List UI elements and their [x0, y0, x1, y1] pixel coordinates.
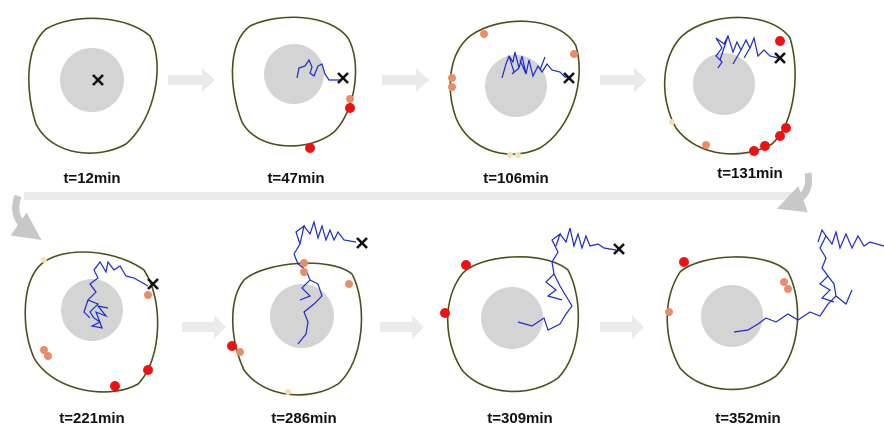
trajectory: [83, 260, 149, 329]
dot-red: [781, 123, 791, 133]
panel-t309: t=309min: [440, 227, 625, 427]
dot-salmon: [665, 308, 673, 316]
x-marker-icon: [356, 237, 368, 249]
dot-salmon: [144, 291, 152, 299]
cell-outline: [666, 256, 799, 391]
arrow-right: [382, 68, 429, 92]
dot-pale: [285, 389, 291, 395]
x-marker-icon: [337, 72, 349, 84]
trajectory: [296, 58, 340, 81]
panel-time-label: t=286min: [271, 410, 336, 427]
trajectory: [517, 227, 617, 331]
nucleus: [693, 53, 755, 115]
dot-red: [305, 143, 315, 153]
panel-t286: t=286min: [227, 219, 368, 427]
trajectory: [733, 228, 884, 333]
dot-red: [749, 146, 759, 156]
cell-outline: [28, 17, 158, 154]
dot-salmon: [345, 280, 353, 288]
cell-outline: [449, 20, 580, 155]
dot-salmon: [40, 346, 48, 354]
panel-time-label: t=47min: [267, 170, 324, 187]
nucleus: [701, 285, 763, 347]
dot-salmon: [780, 278, 788, 286]
arrow-right: [600, 315, 644, 339]
x-marker-icon: [147, 278, 159, 290]
panel-time-label: t=106min: [483, 170, 548, 187]
dot-red: [760, 141, 770, 151]
dot-salmon: [300, 259, 308, 267]
dot-salmon: [300, 268, 308, 276]
cell-outline: [663, 16, 796, 155]
panel-time-label: t=221min: [59, 410, 124, 427]
dot-red: [461, 260, 471, 270]
panel-t47: t=47min: [231, 16, 357, 187]
trajectory: [715, 34, 779, 69]
panel-time-label: t=352min: [715, 410, 780, 427]
dot-pale: [41, 257, 47, 263]
dot-salmon: [570, 50, 578, 58]
dot-red: [775, 36, 785, 46]
panel-t106: t=106min: [448, 20, 580, 187]
dot-red: [227, 341, 237, 351]
dot-salmon: [784, 285, 792, 293]
cell-outline: [24, 251, 159, 393]
row2-arrows: [182, 315, 644, 339]
dot-salmon: [480, 30, 488, 38]
cell-outline: [231, 262, 363, 396]
dot-pale: [515, 152, 521, 158]
turn-arrow-left: [10, 194, 42, 241]
panel-time-label: t=12min: [63, 170, 120, 187]
dot-red: [679, 257, 689, 267]
dot-salmon: [448, 83, 456, 91]
dot-salmon: [448, 74, 456, 82]
arrow-right: [182, 315, 226, 339]
panel-time-label: t=131min: [717, 165, 782, 182]
x-marker-icon: [774, 52, 786, 64]
panel-t12: t=12min: [28, 17, 158, 187]
dot-red: [143, 365, 153, 375]
panel-t352: t=352min: [665, 228, 884, 427]
row1-arrows: [168, 68, 647, 92]
wrap-bar: [24, 192, 804, 200]
dot-pale: [669, 119, 675, 125]
trajectory: [501, 51, 567, 79]
dot-salmon: [702, 141, 710, 149]
arrow-right: [168, 68, 215, 92]
cell-outline: [447, 256, 580, 393]
nucleus: [485, 55, 547, 117]
trajectory: [293, 219, 357, 345]
panel-time-label: t=309min: [487, 410, 552, 427]
x-marker-icon: [92, 74, 104, 86]
arrow-right: [600, 68, 647, 92]
x-marker-icon: [613, 243, 625, 255]
arrow-right: [380, 315, 424, 339]
dot-pale: [507, 152, 513, 158]
dot-red: [775, 131, 785, 141]
dot-red: [345, 103, 355, 113]
row-wrap-connector: [10, 172, 813, 241]
nucleus: [481, 287, 543, 349]
dot-salmon: [236, 348, 244, 356]
dot-red: [110, 381, 120, 391]
turn-arrow-right: [776, 172, 813, 213]
dot-salmon: [346, 95, 354, 103]
panel-t131: t=131min: [663, 16, 796, 182]
dot-salmon: [44, 352, 52, 360]
dot-red: [440, 308, 450, 318]
panel-t221: t=221min: [24, 251, 159, 427]
cell-outline: [231, 16, 357, 147]
x-marker-icon: [563, 72, 575, 84]
nucleus: [60, 48, 124, 112]
